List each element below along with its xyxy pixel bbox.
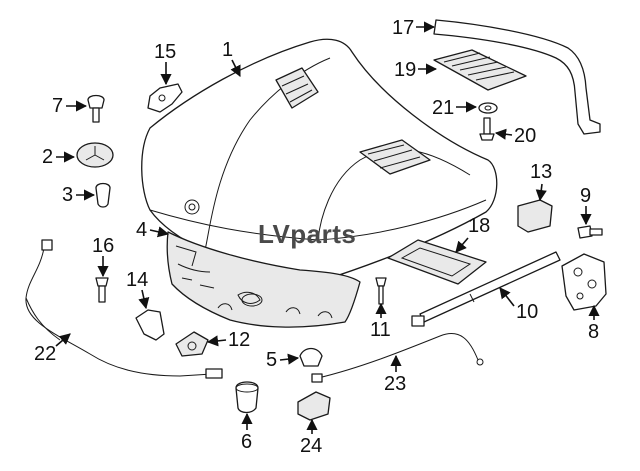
callout-17-label: 17 (392, 17, 414, 39)
callout-14-label: 14 (126, 269, 148, 291)
callout-23: 23 (384, 354, 406, 395)
callout-5-label: 5 (266, 349, 277, 371)
callout-21: 21 (432, 97, 478, 119)
callout-7-label: 7 (52, 95, 63, 117)
callout-2: 2 (42, 146, 76, 168)
callout-4: 4 (136, 219, 170, 241)
callout-10: 10 (499, 287, 538, 323)
callout-24-label: 24 (300, 435, 322, 457)
callout-19: 19 (394, 59, 438, 81)
bumper-stop-3 (95, 182, 111, 208)
washer-21 (478, 102, 498, 114)
callout-20-label: 20 (514, 125, 536, 147)
callout-11-label: 11 (370, 319, 391, 341)
callout-12: 12 (206, 329, 250, 351)
callout-19-label: 19 (394, 59, 416, 81)
release-cable-23 (311, 333, 484, 383)
callout-3: 3 (62, 184, 96, 206)
bolt-16 (95, 277, 109, 303)
hinge-8 (561, 253, 607, 311)
callout-22-label: 22 (34, 343, 56, 365)
callout-4-label: 4 (136, 219, 147, 241)
clip-7 (87, 94, 105, 123)
callout-23-label: 23 (384, 373, 406, 395)
hood-bracket-15 (147, 83, 183, 113)
callout-10-label: 10 (516, 301, 538, 323)
clip-5 (299, 347, 323, 367)
callout-8-label: 8 (588, 321, 599, 343)
callout-7: 7 (52, 95, 88, 117)
bracket-14 (135, 309, 165, 341)
hood-insulation-pad (166, 231, 361, 328)
watermark-text: parts (290, 219, 356, 249)
latch-18 (387, 239, 487, 285)
callout-6-label: 6 (241, 431, 252, 453)
callout-24: 24 (300, 418, 322, 457)
callout-21-label: 21 (432, 97, 454, 119)
bolt-9 (577, 225, 603, 239)
callout-18: 18 (455, 215, 490, 253)
callout-11: 11 (370, 302, 391, 341)
lvparts-watermark: LVparts (258, 219, 356, 249)
callout-15-label: 15 (154, 41, 176, 63)
callout-15: 15 (154, 41, 176, 86)
svg-text:LVparts: LVparts (258, 219, 356, 249)
bolt-20 (479, 117, 495, 141)
callout-9-label: 9 (580, 185, 591, 207)
gas-strut-10 (411, 251, 561, 327)
hood-panel (141, 38, 498, 283)
callout-3-label: 3 (62, 184, 73, 206)
callout-8: 8 (588, 304, 600, 343)
callout-6: 6 (241, 412, 253, 453)
callout-12-label: 12 (228, 329, 250, 351)
callout-1-label: 1 (222, 39, 233, 61)
hood-lock-13 (517, 199, 553, 233)
callout-18-label: 18 (468, 215, 490, 237)
bracket-24 (297, 391, 331, 421)
grommet-12 (175, 331, 209, 357)
callout-13-label: 13 (530, 161, 552, 183)
callout-13: 13 (530, 161, 552, 202)
callout-22: 22 (34, 333, 71, 365)
callout-20: 20 (494, 125, 536, 147)
release-cable-22 (25, 239, 223, 379)
weatherstrip-17 (433, 19, 601, 135)
vent-grille-19 (433, 49, 527, 91)
callout-17: 17 (392, 17, 436, 39)
pin-11 (375, 277, 387, 305)
callout-2-label: 2 (42, 146, 53, 168)
callout-16: 16 (92, 235, 114, 278)
callout-9: 9 (580, 185, 592, 226)
callout-1: 1 (222, 39, 241, 78)
bumper-6 (235, 381, 259, 414)
emblem-2 (76, 142, 114, 168)
callout-5: 5 (266, 349, 300, 371)
callout-14: 14 (126, 269, 150, 310)
callout-16-label: 16 (92, 235, 114, 257)
watermark-prefix: LV (258, 219, 290, 249)
